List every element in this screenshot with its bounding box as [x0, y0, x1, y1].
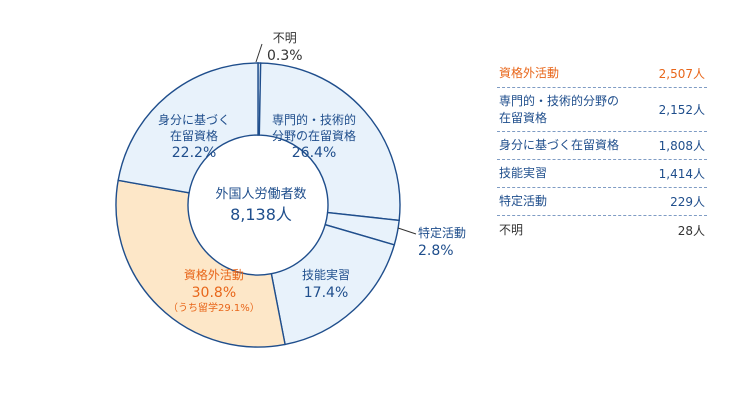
center-title: 外国人労働者数 — [215, 187, 307, 202]
legend-row: 身分に基づく在留資格 1,808人 — [497, 132, 707, 160]
center-total: 8,138人 — [230, 205, 292, 225]
slice-label-extra-status: 資格外活動 30.8% （うち留学29.1%） — [168, 268, 260, 315]
slice-label-name: 特定活動 — [418, 226, 467, 240]
slice-label-value: 17.4% — [303, 284, 349, 301]
legend-count: 2,152人 — [658, 103, 705, 117]
legend-row: 資格外活動 2,507人 — [497, 60, 707, 88]
donut-center: 外国人労働者数 8,138人 — [196, 186, 326, 227]
slice-label-status-based: 身分に基づく 在留資格 22.2% — [158, 113, 230, 162]
slice-label-name-line1: 専門的・技術的 — [272, 113, 357, 127]
legend-name-line1: 専門的・技術的分野の — [499, 94, 620, 109]
slice-label-value: 30.8% — [191, 284, 237, 301]
slice-label-value: 22.2% — [171, 145, 217, 162]
slice-label-name: 不明 — [272, 31, 297, 45]
slice-label-designated-activities: 特定活動 2.8% — [418, 226, 466, 260]
slice-label-technical-intern: 技能実習 17.4% — [302, 268, 350, 302]
leader-line-designated-activities — [397, 227, 417, 235]
legend-row: 専門的・技術的分野の 在留資格 2,152人 — [497, 88, 707, 132]
legend-row: 特定活動 229人 — [497, 188, 707, 216]
legend-name: 技能実習 — [499, 166, 548, 181]
donut-slice-professional — [258, 62, 401, 222]
leader-line-unknown — [255, 43, 263, 63]
legend-count: 229人 — [670, 195, 705, 209]
legend-name: 身分に基づく在留資格 — [499, 138, 620, 153]
legend-count: 2,507人 — [658, 67, 705, 81]
legend-name: 資格外活動 — [499, 66, 560, 81]
donut-slice-technical-intern — [270, 223, 396, 346]
donut-slice-extra-status — [115, 179, 286, 348]
slice-label-professional: 専門的・技術的 分野の在留資格 26.4% — [272, 113, 356, 162]
slice-label-value: 2.8% — [418, 242, 454, 259]
legend-row: 技能実習 1,414人 — [497, 160, 707, 188]
legend-count: 1,414人 — [658, 167, 705, 181]
slice-label-sub: （うち留学29.1%） — [168, 302, 260, 314]
legend-name-line2: 在留資格 — [499, 110, 548, 125]
slice-label-name-line1: 身分に基づく — [158, 113, 231, 127]
slice-label-name-line2: 在留資格 — [170, 128, 219, 143]
legend-name: 専門的・技術的分野の 在留資格 — [499, 93, 619, 125]
slice-label-name: 技能実習 — [302, 268, 351, 282]
slice-label-name-line2: 分野の在留資格 — [272, 128, 357, 143]
legend-name: 特定活動 — [499, 194, 548, 209]
legend-row: 不明 28人 — [497, 216, 707, 244]
legend-count: 28人 — [677, 223, 705, 238]
slice-label-value: 26.4% — [291, 145, 337, 162]
legend-table: 資格外活動 2,507人 専門的・技術的分野の 在留資格 2,152人 身分に基… — [497, 60, 707, 244]
legend-name: 不明 — [499, 222, 524, 237]
slice-label-name: 資格外活動 — [183, 268, 244, 282]
slice-label-unknown: 不明 0.3% — [267, 31, 303, 65]
legend-count: 1,808人 — [658, 139, 705, 153]
donut-slice-status-based — [117, 62, 259, 194]
slice-label-value: 0.3% — [267, 47, 303, 64]
